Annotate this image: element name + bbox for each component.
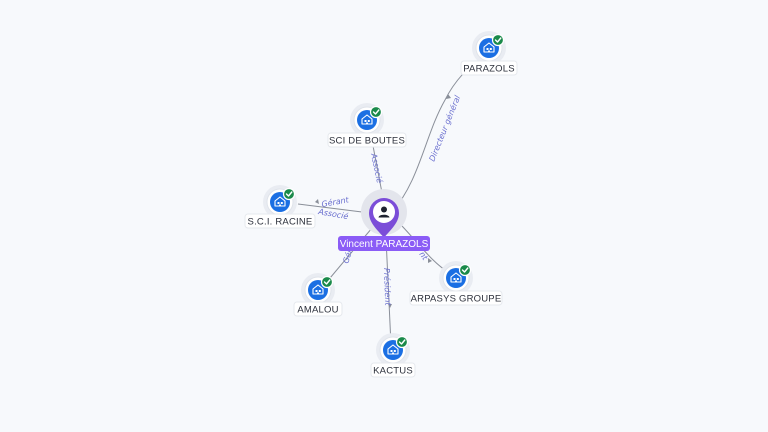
edge-sci-racine xyxy=(297,203,371,214)
building-icon xyxy=(450,272,462,283)
edge-label-gerant-amalou: Gér xyxy=(340,247,354,264)
center-label-bg xyxy=(338,236,430,251)
node-label-bg xyxy=(460,60,518,76)
company-node-parazols[interactable]: PARAZOLS xyxy=(460,31,518,76)
edge-arrow xyxy=(388,304,392,308)
edge-arrow xyxy=(315,199,319,204)
building-icon xyxy=(274,196,286,207)
verified-check-icon xyxy=(369,105,383,119)
company-name: KACTUS xyxy=(373,366,413,377)
verified-check-icon xyxy=(491,33,505,47)
building-icon xyxy=(361,114,373,125)
company-name: ARPASYS GROUPE xyxy=(411,294,502,305)
verified-check-icon xyxy=(395,335,409,349)
edge-label-president: Président xyxy=(382,268,393,307)
center-node[interactable]: Vincent PARAZOLS xyxy=(338,189,430,251)
company-node-sci-racine[interactable]: S.C.I. RACINE xyxy=(244,185,316,229)
verified-check-icon xyxy=(282,187,296,201)
company-node-arpasys-groupe[interactable]: ARPASYS GROUPE xyxy=(409,261,503,306)
node-label-bg xyxy=(370,362,416,378)
company-name: SCI DE BOUTES xyxy=(329,136,405,147)
edge-kactus xyxy=(385,237,392,346)
person-icon xyxy=(378,206,390,218)
company-name: PARAZOLS xyxy=(463,64,515,75)
verified-check-icon xyxy=(320,275,334,289)
verified-check-icon xyxy=(458,263,472,277)
node-label-bg xyxy=(409,290,503,306)
company-node-sci-de-boutes[interactable]: SCI DE BOUTES xyxy=(327,103,407,148)
company-node-kactus[interactable]: KACTUS xyxy=(370,333,416,378)
node-label-bg xyxy=(327,132,407,148)
center-name: Vincent PARAZOLS xyxy=(340,239,429,250)
edge-arrow xyxy=(428,258,432,263)
building-icon xyxy=(312,284,324,295)
company-name: S.C.I. RACINE xyxy=(248,217,313,228)
company-nodes: PARAZOLS SCI DE BOUTES S.C.I. RACINE AMALOU… xyxy=(244,31,518,378)
company-node-amalou[interactable]: AMALOU xyxy=(293,273,343,317)
building-icon xyxy=(483,42,495,53)
building-icon xyxy=(387,344,399,355)
node-label-bg xyxy=(244,213,316,229)
edge-label-associe: Associé xyxy=(369,151,385,184)
node-label-bg xyxy=(293,301,343,317)
company-name: AMALOU xyxy=(297,305,338,316)
edge-arrow xyxy=(446,94,451,99)
edge-label-gerant: Gérant xyxy=(321,194,351,209)
